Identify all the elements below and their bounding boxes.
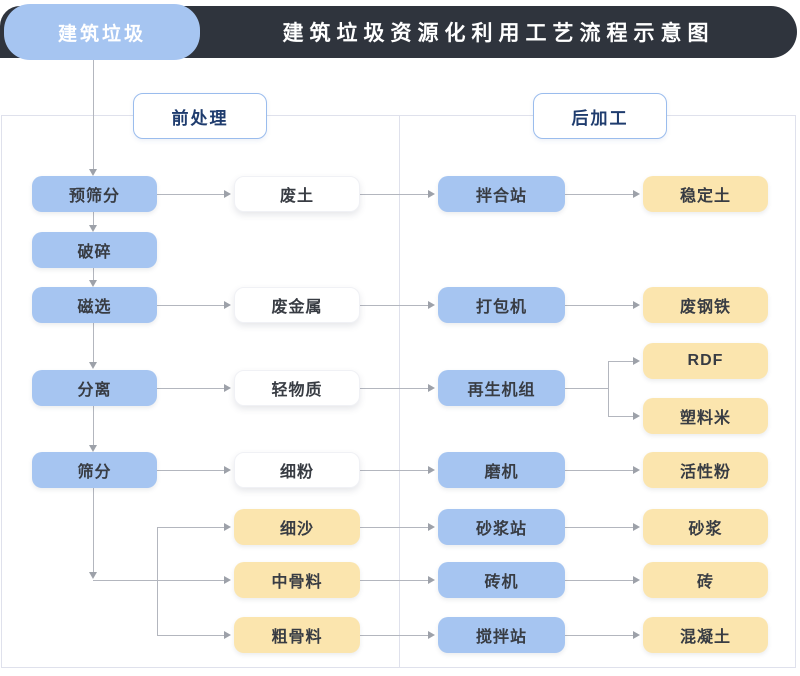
connector-line [157,305,224,306]
connector-line [565,388,608,389]
connector-line [565,470,633,471]
connector-line [93,580,224,581]
arrowhead-icon [633,523,640,531]
arrowhead-icon [224,576,231,584]
panel-divider [399,115,400,668]
arrowhead-icon [89,280,97,287]
connector-line [565,635,633,636]
arrowhead-icon [428,523,435,531]
node-separation: 分离 [32,370,157,406]
connector-line [157,470,224,471]
node-waste-steel: 废钢铁 [643,287,768,323]
arrowhead-icon [428,466,435,474]
arrowhead-icon [89,362,97,369]
arrowhead-icon [89,572,97,579]
connector-line [565,527,633,528]
arrowhead-icon [428,631,435,639]
connector-line [360,580,428,581]
arrowhead-icon [428,301,435,309]
arrowhead-icon [428,190,435,198]
connector-line [608,361,609,416]
connector-line [360,470,428,471]
connector-line [93,323,94,363]
connector-line [608,416,633,417]
arrowhead-icon [633,357,640,365]
connector-line [608,361,633,362]
node-waste-metal: 废金属 [234,287,360,323]
arrowhead-icon [224,523,231,531]
node-mortar-station: 砂浆站 [438,509,565,545]
node-baler: 打包机 [438,287,565,323]
node-waste-soil: 废土 [234,176,360,212]
node-medium-aggregate: 中骨料 [234,562,360,598]
node-plastic-pellets: 塑料米 [643,398,768,434]
connector-line [360,388,428,389]
node-mill: 磨机 [438,452,565,488]
connector-line [157,527,224,528]
node-mixing-plant: 拌合站 [438,176,565,212]
node-stirring-station: 搅拌站 [438,617,565,653]
connector-line [157,635,224,636]
arrowhead-icon [224,384,231,392]
arrowhead-icon [633,576,640,584]
arrowhead-icon [633,301,640,309]
node-rdf: RDF [643,343,768,379]
arrowhead-icon [428,384,435,392]
connector-line [157,194,224,195]
node-magnetic-separation: 磁选 [32,287,157,323]
arrowhead-icon [224,190,231,198]
node-brick: 砖 [643,562,768,598]
connector-line [93,406,94,446]
node-pre-screening: 预筛分 [32,176,157,212]
node-concrete: 混凝土 [643,617,768,653]
connector-line [565,580,633,581]
connector-line [157,527,158,635]
arrowhead-icon [224,466,231,474]
arrowhead-icon [633,190,640,198]
node-screening: 筛分 [32,452,157,488]
arrowhead-icon [89,225,97,232]
connector-line [360,305,428,306]
node-fine-sand: 细沙 [234,509,360,545]
node-crushing: 破碎 [32,232,157,268]
connector-line [157,388,224,389]
node-light-material: 轻物质 [234,370,360,406]
connector-line [565,305,633,306]
connector-line [93,212,94,226]
connector-line [360,635,428,636]
arrowhead-icon [89,445,97,452]
node-mortar: 砂浆 [643,509,768,545]
diagram-title: 建筑垃圾资源化利用工艺流程示意图 [282,22,715,45]
arrowhead-icon [89,169,97,176]
arrowhead-icon [633,631,640,639]
node-brick-machine: 砖机 [438,562,565,598]
node-regeneration-unit: 再生机组 [438,370,565,406]
arrowhead-icon [224,301,231,309]
connector-line [93,488,94,572]
arrowhead-icon [633,412,640,420]
node-active-powder: 活性粉 [643,452,768,488]
node-stabilized-soil: 稳定土 [643,176,768,212]
connector-line [360,527,428,528]
node-coarse-aggregate: 粗骨料 [234,617,360,653]
connector-line [360,194,428,195]
section-label-post-processing: 后加工 [533,93,667,139]
connector-line [93,268,94,281]
connector-line [93,60,94,170]
arrowhead-icon [633,466,640,474]
arrowhead-icon [428,576,435,584]
node-fine-powder: 细粉 [234,452,360,488]
section-label-pre-treatment: 前处理 [133,93,267,139]
source-tab-construction-waste: 建筑垃圾 [4,4,200,60]
connector-line [565,194,633,195]
arrowhead-icon [224,631,231,639]
